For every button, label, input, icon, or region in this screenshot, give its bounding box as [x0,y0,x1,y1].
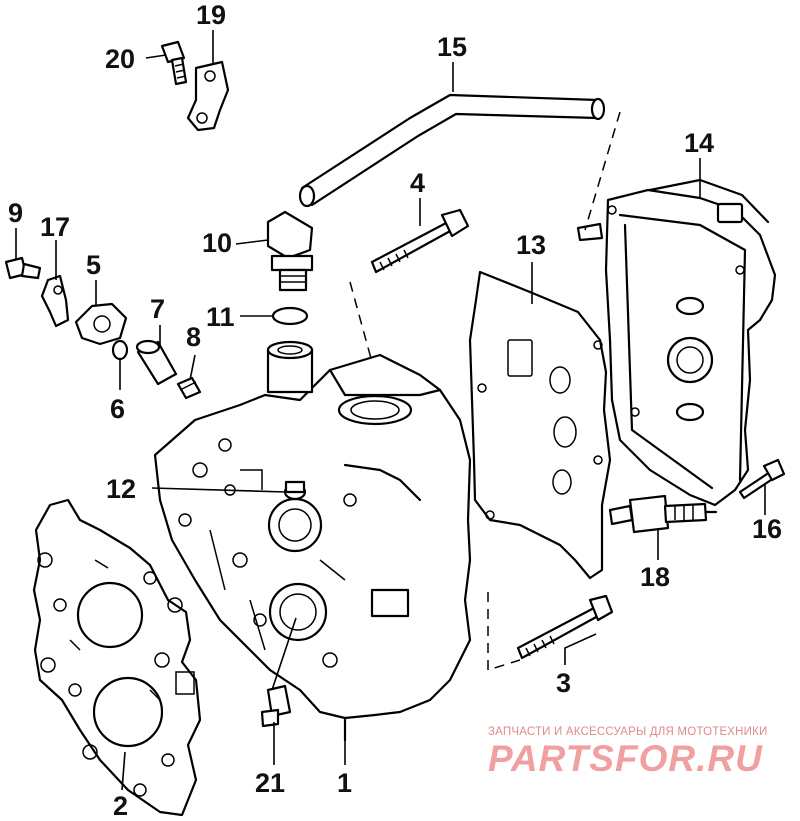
callout-5: 5 [86,250,101,280]
callout-14: 14 [684,128,714,158]
callout-20: 20 [105,44,135,74]
screw-8 [176,376,202,400]
callout-19: 19 [196,0,226,30]
clamp-17 [40,274,70,328]
fitting-21 [260,684,292,728]
callout-10: 10 [202,228,232,258]
bolt-4 [370,208,470,274]
align-dash-4 [349,281,373,363]
callout-11: 11 [206,302,235,332]
callout-12: 12 [106,474,136,504]
callout-8: 8 [186,322,201,352]
head-gasket [32,498,202,817]
callout-17: 17 [40,212,70,242]
bracket-19 [186,60,230,132]
callout-2: 2 [113,791,128,821]
bolt-9 [4,256,42,280]
spark-plug [608,494,718,534]
callout-9: 9 [8,198,23,228]
watermark-logo: PARTSFOR.RU [488,738,763,779]
leader-lines [15,30,766,791]
bolt-20 [160,40,188,86]
callout-3: 3 [556,668,571,698]
collar-7 [135,339,178,386]
plug-12 [283,480,307,501]
cover-gasket [468,270,612,580]
grommet-5 [74,302,128,346]
callout-4: 4 [410,168,425,198]
bolt-3 [516,594,614,660]
callout-15: 15 [437,32,467,62]
o-ring-11 [271,306,309,326]
callout-1: 1 [337,768,352,798]
head-cover [576,178,777,507]
callout-13: 13 [516,230,546,260]
align-dash-15 [584,111,621,231]
callouts: 15 19 20 14 4 9 17 10 13 5 7 11 8 6 12 1… [8,0,782,821]
align-dash-3 [487,592,521,672]
callout-18: 18 [640,562,670,592]
breather-hose [298,93,606,208]
cylinder-head [153,340,472,742]
callout-7: 7 [150,294,165,324]
callout-21: 21 [255,768,285,798]
oil-cap [266,210,314,292]
callout-6: 6 [110,394,125,424]
watermark-tagline: ЗАПЧАСТИ И АКСЕССУАРЫ ДЛЯ МОТОТЕХНИКИ [488,726,768,738]
bolt-16 [738,458,786,500]
o-ring-6 [111,339,129,361]
callout-16: 16 [752,514,782,544]
